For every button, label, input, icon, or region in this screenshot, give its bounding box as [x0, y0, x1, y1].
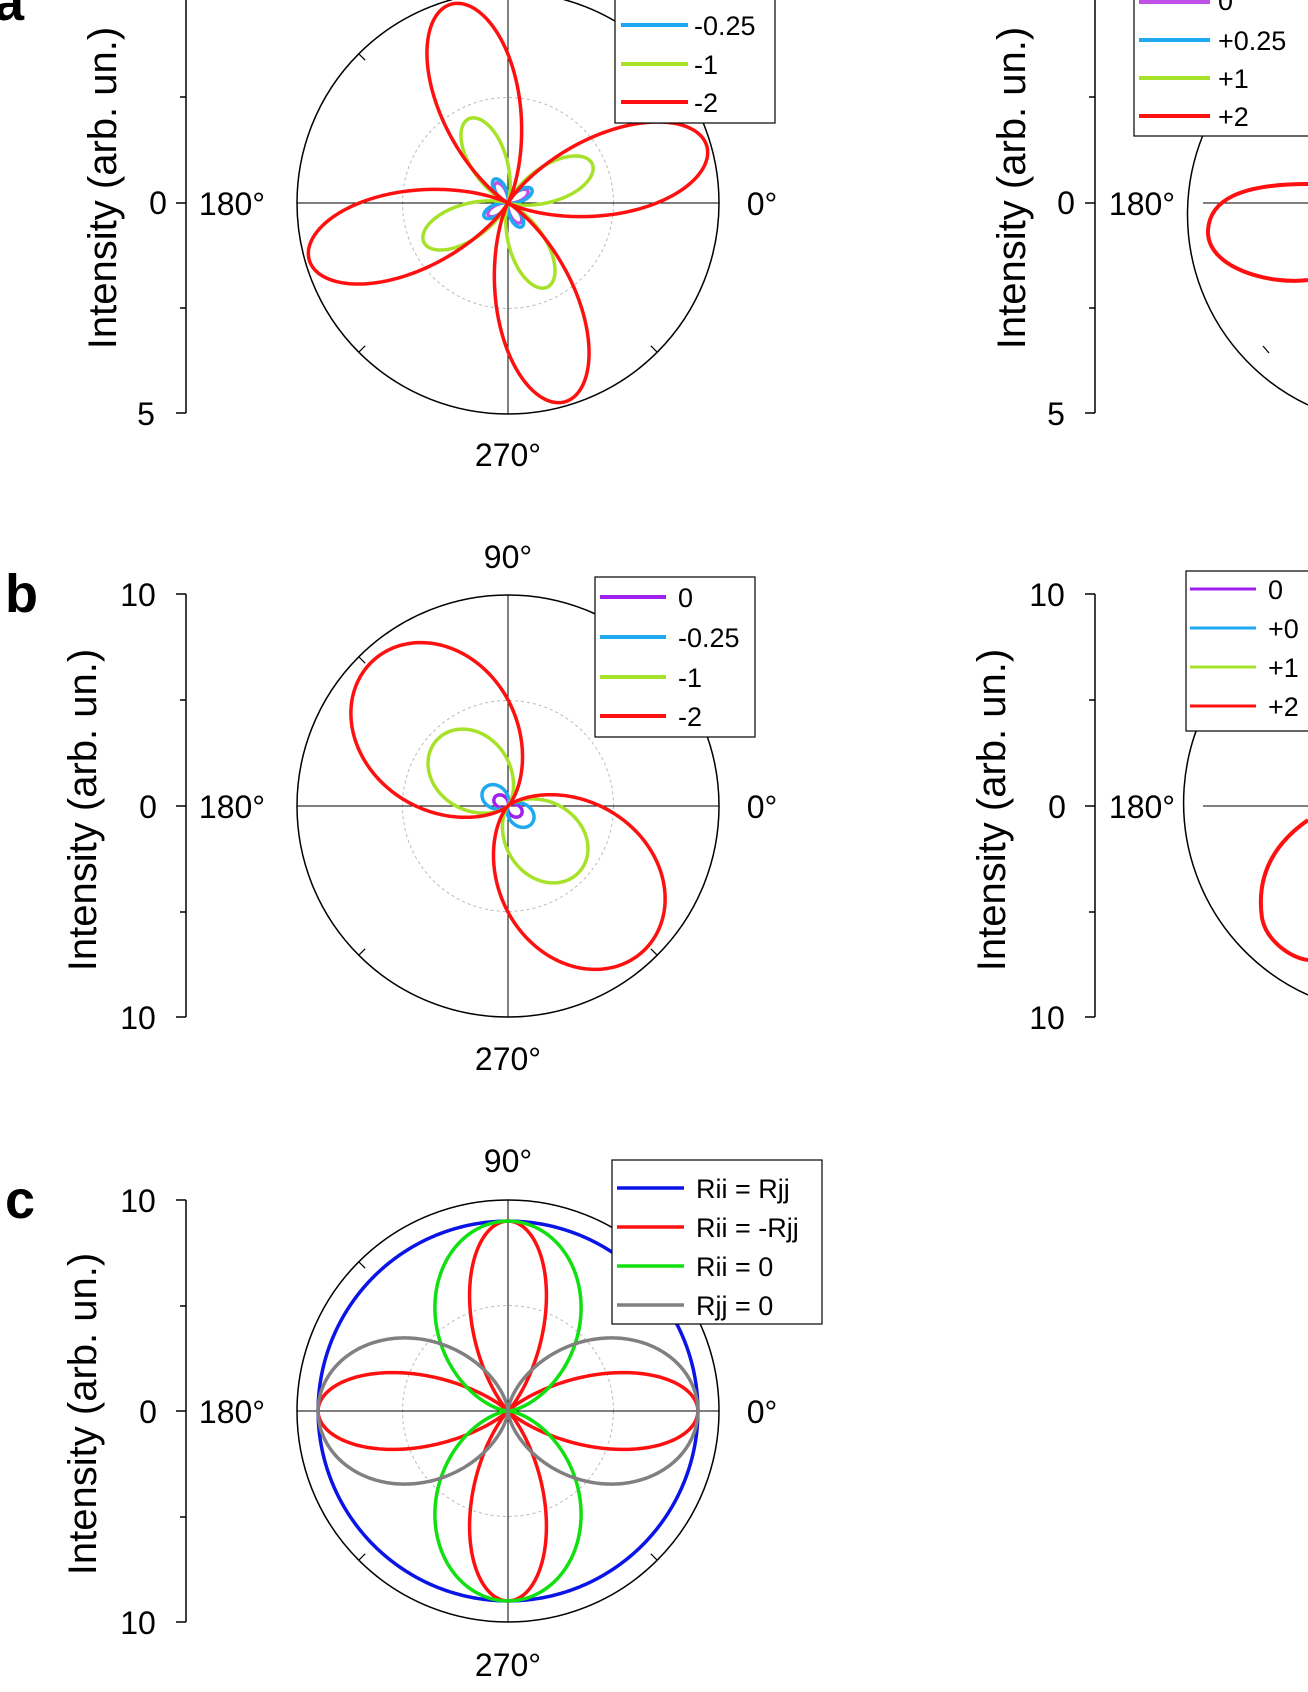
legend-label: Rii = 0 [696, 1252, 773, 1282]
angle-label-180: 180° [1109, 186, 1175, 222]
r-tick-label: 0 [149, 185, 167, 221]
angle-label-0: 0° [747, 186, 778, 222]
polar-plot-a [296, 0, 720, 415]
panel-letter-c: c [5, 1170, 35, 1230]
legend-label: +0 [1268, 614, 1299, 644]
polar-plot-c [296, 1199, 720, 1623]
r-axis [176, 593, 187, 1018]
legend-c: Rii = Rjj Rii = -Rjj Rii = 0 Rjj = 0 [611, 1159, 823, 1325]
y-axis-title: Intensity (arb. un.) [81, 27, 125, 349]
polar-angle-tick [358, 53, 366, 61]
angle-label-180: 180° [199, 186, 265, 222]
legend-label: +2 [1268, 692, 1299, 722]
polar-angle-tick [650, 1553, 658, 1561]
r-tick-label: 5 [1047, 396, 1065, 432]
panel-a-right: Intensity (arb. un.) 0 5 180° 0 +0.25 +1 [990, 0, 1308, 432]
panel-c: c Intensity (arb. un.) 10 0 10 90° 180° … [5, 1143, 823, 1683]
panel-a: a Intensity (arb. un.) 0 5 180° 0° 270° … [0, 0, 777, 473]
polar-plot-a-right [1186, 134, 1308, 406]
legend-label: -1 [678, 663, 702, 693]
polar-angle-tick [358, 656, 366, 664]
polar-plot-b-right [1182, 709, 1308, 996]
legend-label: -2 [694, 88, 718, 118]
r-tick-label: 10 [120, 577, 156, 613]
series-line [306, 1, 710, 405]
legend-a-right: 0 +0.25 +1 +2 [1133, 0, 1308, 137]
angle-label-270: 270° [475, 1041, 541, 1077]
angle-label-0: 0° [747, 1394, 778, 1430]
legend-label: Rii = Rjj [696, 1174, 790, 1204]
polar-angle-tick [358, 948, 366, 956]
polar-angle-tick [358, 345, 366, 353]
r-tick-label: 5 [137, 396, 155, 432]
polar-angle-tick [358, 1553, 366, 1561]
legend-label: +2 [1218, 102, 1249, 132]
y-axis-title: Intensity (arb. un.) [990, 27, 1034, 349]
r-axis [176, 0, 187, 414]
panel-b-right: Intensity (arb. un.) 10 0 10 180° 0 +0 +… [970, 570, 1308, 1036]
panel-letter-b: b [5, 564, 38, 624]
legend-label: +1 [1218, 64, 1249, 94]
r-axis [176, 1199, 187, 1623]
angle-label-180: 180° [1109, 789, 1175, 825]
angle-label-180: 180° [199, 789, 265, 825]
y-axis-title: Intensity (arb. un.) [61, 649, 105, 971]
legend-label: Rii = -Rjj [696, 1213, 799, 1243]
r-tick-label: 10 [120, 1605, 156, 1641]
r-tick-label: 10 [1029, 577, 1065, 613]
y-axis-title: Intensity (arb. un.) [970, 649, 1014, 971]
legend-b-right: 0 +0 +1 +2 [1185, 570, 1308, 732]
panel-b: b Intensity (arb. un.) 10 0 10 90° 180° … [5, 539, 777, 1077]
angle-label-270: 270° [475, 1647, 541, 1683]
legend-label: +0.25 [1218, 26, 1286, 56]
legend-a: -0.25 -1 -2 [614, 0, 776, 124]
series-line [349, 640, 667, 972]
r-axis [1085, 593, 1096, 1018]
polar-angle-tick [358, 1261, 366, 1269]
legend-label: -2 [678, 702, 702, 732]
legend-label: -1 [694, 50, 718, 80]
legend-label: 0 [1218, 0, 1233, 16]
series-line [1258, 818, 1308, 962]
angle-label-0: 0° [747, 789, 778, 825]
legend-label: 0 [1268, 575, 1283, 605]
angle-label-90: 90° [484, 539, 532, 575]
panel-letter-a: a [0, 0, 25, 32]
angle-label-180: 180° [199, 1394, 265, 1430]
angle-label-90: 90° [484, 1143, 532, 1179]
r-tick-label: 0 [139, 1394, 157, 1430]
polar-angle-tick [650, 948, 658, 956]
legend-label: -0.25 [694, 11, 756, 41]
series-line [1205, 182, 1308, 283]
r-tick-label: 10 [1029, 1000, 1065, 1036]
polar-angle-tick [650, 345, 658, 353]
r-tick-label: 10 [120, 1000, 156, 1036]
legend-label: 0 [678, 583, 693, 613]
r-tick-label: 0 [1048, 789, 1066, 825]
series-line [316, 1336, 700, 1486]
angle-label-270: 270° [475, 437, 541, 473]
legend-label: +1 [1268, 653, 1299, 683]
r-tick-label: 0 [139, 789, 157, 825]
y-axis-title: Intensity (arb. un.) [61, 1253, 105, 1575]
r-axis [1085, 0, 1096, 414]
r-tick-label: 0 [1057, 185, 1075, 221]
polar-plot-b [296, 594, 720, 1018]
legend-label: Rjj = 0 [696, 1291, 773, 1321]
legend-b: 0 -0.25 -1 -2 [594, 576, 756, 738]
legend-label: -0.25 [678, 623, 740, 653]
r-tick-label: 10 [120, 1183, 156, 1219]
